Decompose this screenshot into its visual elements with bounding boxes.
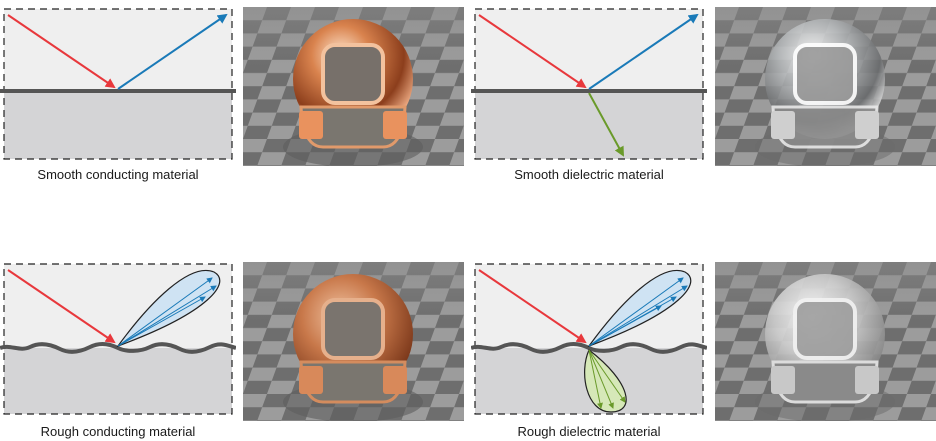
smooth-conducting-diagram — [0, 8, 236, 160]
reflected-ray — [117, 13, 228, 90]
smooth-conducting-render — [243, 7, 464, 166]
reflected-ray — [588, 13, 699, 90]
incident-ray — [478, 269, 587, 344]
smooth-dielectric-render — [715, 7, 936, 166]
caption-rough-conducting: Rough conducting material — [40, 424, 196, 439]
incident-ray — [7, 269, 116, 344]
incident-ray — [7, 14, 116, 89]
caption-smooth-conducting: Smooth conducting material — [37, 167, 199, 182]
rough-dielectric-render — [715, 262, 936, 421]
smooth-dielectric-diagram — [471, 8, 707, 160]
caption-rough-dielectric: Rough dielectric material — [517, 424, 661, 439]
rough-surface-line — [0, 342, 236, 354]
rough-dielectric-diagram — [471, 263, 707, 415]
rough-surface-line — [471, 342, 707, 354]
rough-conducting-render — [243, 262, 464, 421]
transmitted-ray — [588, 92, 624, 157]
caption-smooth-dielectric: Smooth dielectric material — [514, 167, 664, 182]
rough-conducting-diagram — [0, 263, 236, 415]
incident-ray — [478, 14, 587, 89]
